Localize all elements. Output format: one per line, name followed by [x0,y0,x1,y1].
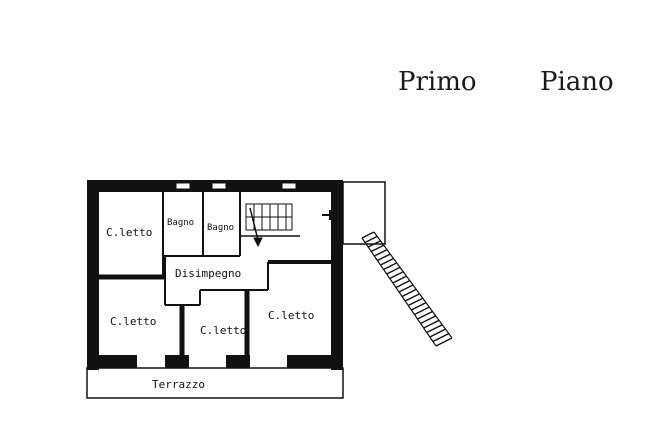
ext-stair-tread [367,240,381,248]
ext-stair-tread [392,275,407,284]
ext-stair-tread [429,328,446,338]
ext-stair-tread [407,297,424,307]
stair-arrow [249,207,259,241]
ext-stair-tread [364,235,378,244]
title-word-primo: Primo [398,67,477,97]
room-label-camera: C.letto [106,226,152,239]
ext-stair-tread [411,302,427,311]
ext-stair-tread [426,324,443,334]
room-label-bagno: Bagno [207,223,234,233]
annex [322,181,386,245]
ext-stair-tread [435,337,453,347]
wall-left [87,180,99,370]
wall-right [331,180,343,370]
ext-stair-tread [395,279,411,289]
room-label-bagno: Bagno [167,218,194,228]
room-label-terrazzo: Terrazzo [152,378,205,391]
ext-stair-tread [398,284,414,293]
ext-stair-tread [420,315,437,325]
terrace-outline [86,367,344,399]
interior-walls [99,192,331,355]
room-label-camera: C.letto [200,324,246,337]
room-label-camera: C.letto [110,315,156,328]
ext-stair-tread [377,253,391,262]
wall-bottom-2 [165,355,189,368]
room-labels: C.letto Bagno Bagno Disimpegno C.letto C… [106,218,314,391]
interior-stair [245,203,293,248]
exterior-walls [87,180,343,370]
ext-stair-treads [361,231,453,347]
room-label-disimpegno: Disimpegno [175,267,241,280]
ext-stair-tread [389,271,404,280]
external-stair [361,231,453,347]
wall-bottom-4 [287,355,343,368]
ext-stair-tread [423,319,440,329]
ext-stair-tread [361,231,375,239]
windows-top [175,182,297,190]
room-label-camera: C.letto [268,309,314,322]
window [281,182,297,190]
plan-title: Primo Piano [398,67,614,97]
window [211,182,227,190]
wall-bottom-3 [226,355,250,368]
title-word-piano: Piano [540,67,614,97]
ext-stair-tread [401,288,417,298]
stair-arrowhead [253,237,263,248]
annex-outline [342,181,386,245]
ext-stair-tread [380,257,394,266]
ext-stair-tread [414,306,430,316]
ext-stair-tread [374,249,388,257]
window [175,182,191,190]
ext-stair-tread [383,262,398,271]
ext-stair-tread [370,244,385,253]
ext-stair-tread [386,266,401,275]
ext-stair-tread [404,293,420,302]
terrace [86,367,344,399]
wall-bottom-1 [87,355,137,368]
ext-stair-tread [432,332,450,343]
ext-stair-tread [417,310,433,320]
